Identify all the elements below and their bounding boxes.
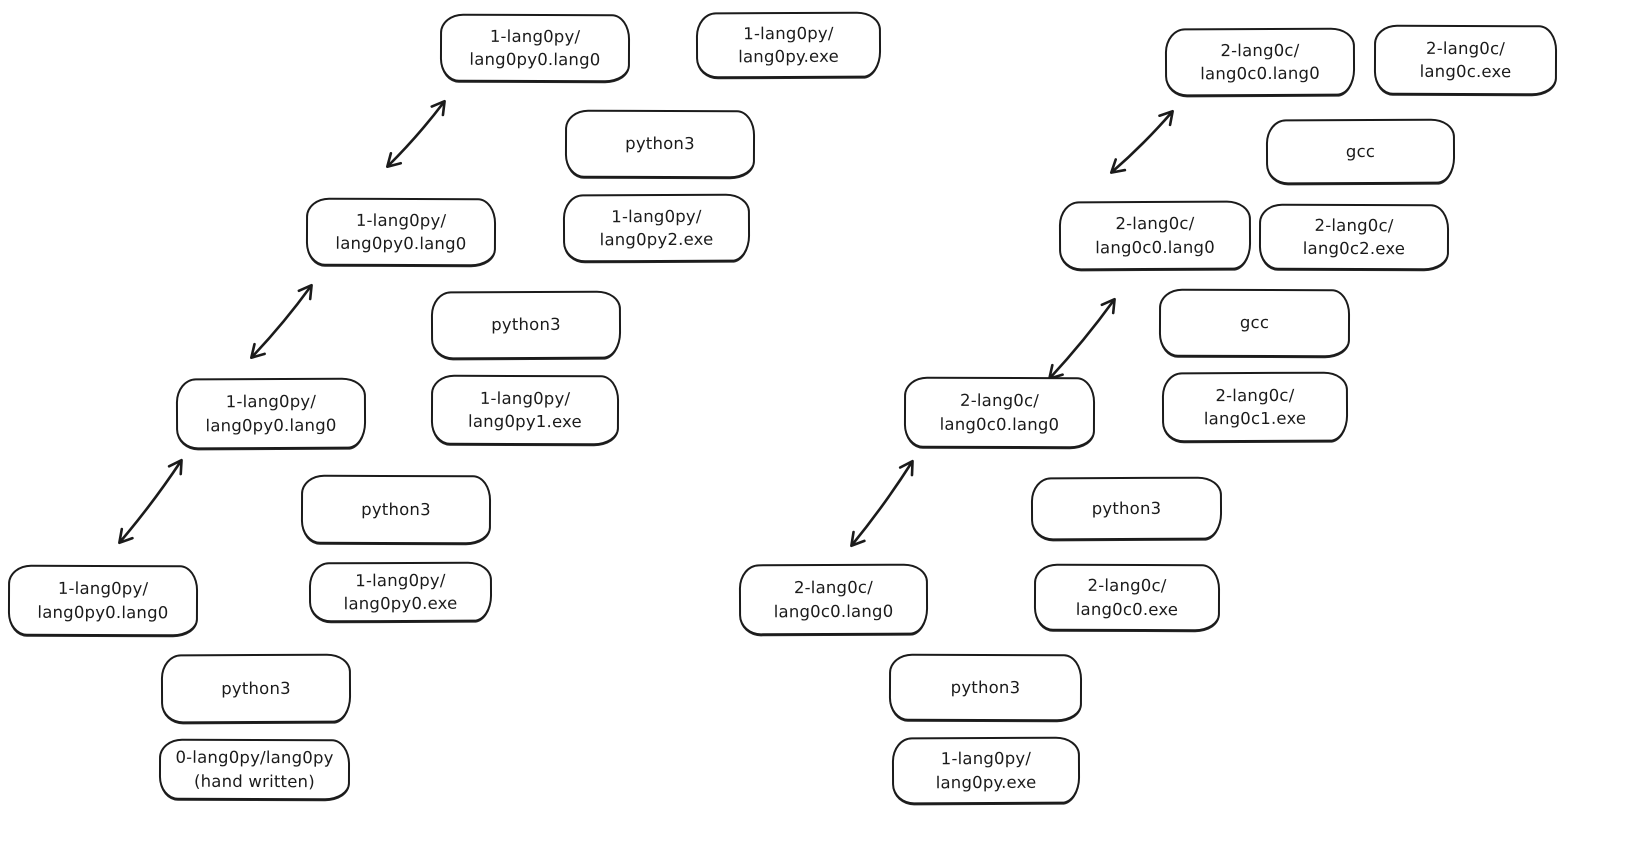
diagram-node-c-exe-1[interactable]: 2-lang0c/lang0c1.exe [1161, 371, 1349, 443]
node-label: lang0py.exe [935, 772, 1037, 792]
diagram-node-c-src-1[interactable]: 2-lang0c/lang0c0.lang0 [903, 376, 1096, 449]
node-label: python3 [361, 499, 431, 520]
diagram-node-py-exe-1[interactable]: 1-lang0py/lang0py1.exe [430, 374, 620, 446]
diagram-node-c-python3-0[interactable]: python3 [888, 653, 1083, 722]
node-label: 2-lang0c/ [1215, 385, 1295, 406]
node-label: 1-lang0py/ [479, 388, 571, 409]
node-label: lang0py2.exe [599, 229, 714, 250]
diagram-node-c-bootstrap-exe[interactable]: 1-lang0py/lang0py.exe [891, 736, 1081, 805]
node-label: 2-lang0c/ [1314, 215, 1394, 236]
diagram-node-py-src-1[interactable]: 1-lang0py/lang0py0.lang0 [175, 377, 367, 450]
node-label: lang0py0.lang0 [335, 233, 467, 254]
node-label: lang0c.exe [1419, 61, 1512, 82]
node-label: lang0c0.lang0 [939, 414, 1060, 434]
node-label: lang0py.exe [738, 46, 839, 67]
node-label: lang0c0.lang0 [773, 601, 894, 621]
node-label: 2-lang0c/ [959, 391, 1040, 411]
node-label: lang0c1.exe [1203, 408, 1307, 429]
node-label: lang0c0.lang0 [1200, 63, 1320, 84]
diagram-node-py-handwritten[interactable]: 0-lang0py/lang0py (hand written) [158, 738, 351, 801]
diagram-node-c-gcc-1[interactable]: gcc [1158, 288, 1351, 358]
node-label: 1-lang0py/ [743, 23, 834, 44]
node-label: lang0py1.exe [468, 411, 582, 432]
diagram-node-py-python3-0[interactable]: python3 [160, 653, 352, 724]
node-label: (hand written) [194, 771, 315, 791]
node-label: 2-lang0c/ [1425, 38, 1506, 59]
node-label: gcc [1239, 313, 1270, 333]
node-label: 1-lang0py/ [225, 392, 317, 412]
diagram-node-py-python3-2[interactable]: python3 [430, 290, 622, 360]
node-label: 2-lang0c/ [1087, 576, 1167, 596]
double-arrow-c-link-0-1[interactable] [850, 459, 914, 548]
node-label: lang0c2.exe [1302, 238, 1406, 259]
diagram-node-c-gcc-2[interactable]: gcc [1265, 118, 1456, 185]
node-label: 2-lang0c/ [1115, 214, 1195, 234]
diagram-node-c-src-3[interactable]: 2-lang0c/lang0c0.lang0 [1164, 27, 1356, 97]
double-arrow-py-link-2-3[interactable] [385, 99, 446, 169]
node-label: gcc [1345, 141, 1376, 162]
double-arrow-py-link-1-2[interactable] [250, 283, 313, 360]
double-arrow-c-link-2-3[interactable] [1109, 109, 1174, 174]
node-label: python3 [491, 315, 561, 335]
node-label: lang0py0.lang0 [469, 49, 601, 70]
node-label: 1-lang0py/ [355, 570, 446, 591]
diagram-node-py-exe-final[interactable]: 1-lang0py/lang0py.exe [695, 11, 882, 79]
diagram-node-c-exe-2[interactable]: 2-lang0c/lang0c2.exe [1258, 203, 1450, 271]
diagram-node-py-src-0[interactable]: 1-lang0py/lang0py0.lang0 [7, 564, 199, 637]
node-label: python3 [625, 134, 695, 154]
node-label: lang0c0.lang0 [1095, 237, 1215, 257]
diagram-node-c-exe-final[interactable]: 2-lang0c/lang0c.exe [1373, 24, 1558, 96]
node-label: 2-lang0c/ [1220, 40, 1300, 61]
diagram-node-c-exe-0[interactable]: 2-lang0c/lang0c0.exe [1033, 563, 1221, 632]
diagram-node-py-exe-0[interactable]: 1-lang0py/lang0py0.exe [308, 561, 493, 623]
node-label: lang0py0.exe [343, 593, 458, 614]
diagram-node-py-python3-3[interactable]: python3 [564, 109, 756, 179]
node-label: 1-lang0py/ [57, 579, 149, 599]
node-label: lang0c0.exe [1075, 599, 1179, 619]
node-label: python3 [221, 678, 291, 699]
node-label: 1-lang0py/ [489, 26, 581, 47]
node-label: 1-lang0py/ [355, 210, 447, 231]
node-label: lang0py0.lang0 [205, 415, 337, 435]
diagram-node-c-src-0[interactable]: 2-lang0c/lang0c0.lang0 [738, 563, 929, 636]
double-arrow-c-link-1-2[interactable] [1048, 297, 1116, 381]
diagram-node-c-python3-1[interactable]: python3 [1030, 476, 1223, 541]
node-label: python3 [950, 677, 1021, 698]
node-label: lang0py0.lang0 [37, 602, 169, 622]
node-label: 1-lang0py/ [940, 749, 1032, 769]
node-label: python3 [1091, 498, 1162, 519]
diagram-node-py-python3-1[interactable]: python3 [300, 474, 492, 545]
diagram-node-py-src-2[interactable]: 1-lang0py/lang0py0.lang0 [305, 197, 497, 267]
node-label: 1-lang0py/ [611, 206, 702, 227]
diagram-node-py-src-3[interactable]: 1-lang0py/lang0py0.lang0 [439, 13, 631, 83]
diagram-node-c-src-2[interactable]: 2-lang0c/lang0c0.lang0 [1058, 200, 1252, 271]
node-label: 0-lang0py/lang0py [175, 748, 334, 768]
node-label: 2-lang0c/ [793, 578, 873, 598]
double-arrow-py-link-0-1[interactable] [118, 458, 183, 545]
diagram-node-py-exe-2[interactable]: 1-lang0py/lang0py2.exe [562, 193, 751, 263]
